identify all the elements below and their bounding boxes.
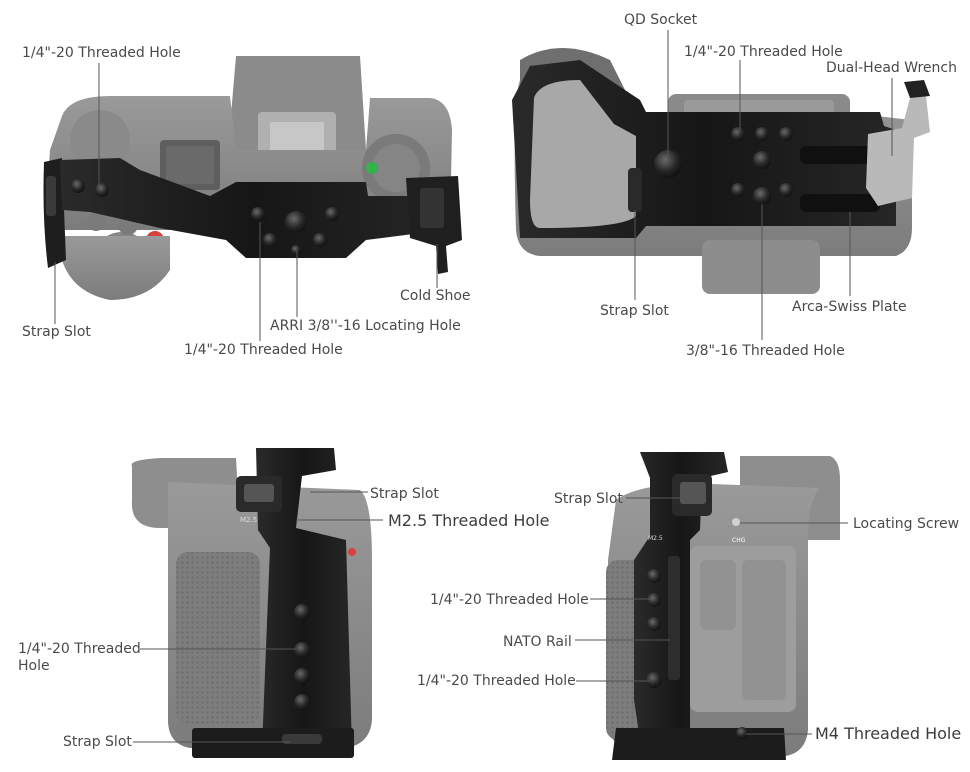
right-bottom-plate: [612, 728, 786, 760]
label-m25-threaded-hole: M2.5 Threaded Hole: [388, 511, 550, 530]
right-side-figure: CHG M2.5: [575, 452, 848, 760]
left-view-leaders: [133, 491, 383, 743]
right-engraving: M2.5: [648, 535, 663, 542]
left-bottom-plate: [192, 728, 354, 758]
label-m4-threaded-hole: M4 Threaded Hole: [815, 724, 962, 743]
qd-socket: [654, 150, 682, 178]
bottom-view-leaders: [634, 30, 893, 340]
left-engraving: M2.5: [240, 516, 257, 524]
bottom-view-figure: [512, 30, 930, 340]
nato-rail: [668, 556, 680, 680]
left-grip-texture: [176, 552, 260, 724]
label-left-strap-slot-bottom: Strap Slot: [63, 734, 132, 750]
right-cage-side: [634, 452, 728, 740]
label-right-threaded-hole-upper: 1/4"-20 Threaded Hole: [430, 592, 589, 608]
left-cage-handle: [256, 448, 352, 748]
label-top-threaded-hole-bottom: 1/4"-20 Threaded Hole: [184, 342, 343, 358]
label-right-threaded-hole-lower: 1/4"-20 Threaded Hole: [417, 673, 576, 689]
left-side-figure: M2.5: [131, 448, 383, 758]
battery-door: [530, 80, 636, 228]
label-left-threaded-hole: 1/4"-20 Threaded Hole: [18, 641, 141, 674]
label-nato-rail: NATO Rail: [503, 634, 572, 650]
right-camera-text: CHG: [732, 537, 746, 544]
label-arri-locating-hole: ARRI 3/8''-16 Locating Hole: [270, 318, 461, 334]
top-view-figure: [43, 56, 462, 341]
label-left-strap-slot-top: Strap Slot: [370, 486, 439, 502]
right-view-leaders: [575, 497, 848, 735]
label-qd-socket: QD Socket: [624, 12, 698, 28]
label-38-threaded-hole: 3/8"-16 Threaded Hole: [686, 343, 845, 359]
label-bottom-strap-slot: Strap Slot: [600, 303, 669, 319]
label-top-threaded-hole: 1/4"-20 Threaded Hole: [22, 45, 181, 61]
cage-top-plate: [60, 158, 444, 258]
label-cold-shoe: Cold Shoe: [400, 288, 471, 304]
label-bottom-threaded-hole: 1/4"-20 Threaded Hole: [684, 44, 843, 60]
dual-head-wrench: [866, 96, 930, 206]
label-dual-head-wrench: Dual-Head Wrench: [826, 60, 957, 76]
label-right-strap-slot: Strap Slot: [554, 491, 623, 507]
label-top-strap-slot: Strap Slot: [22, 324, 91, 340]
label-arca-swiss-plate: Arca-Swiss Plate: [792, 299, 907, 315]
evf-bump: [702, 240, 820, 294]
label-locating-screw: Locating Screw: [853, 516, 960, 532]
bottom-strap-slot: [628, 168, 642, 212]
top-view-leaders: [54, 63, 438, 341]
